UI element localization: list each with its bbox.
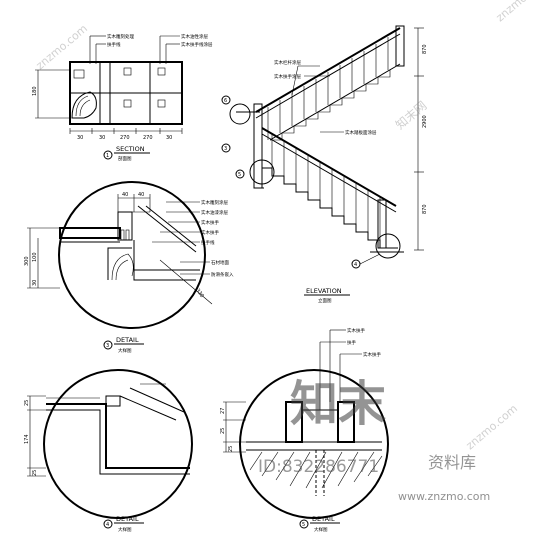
elevation-subtitle: 立面图 — [318, 297, 332, 304]
watermark-side-text: 资料库 — [428, 453, 476, 472]
section-dim-2: 30 — [99, 135, 105, 141]
d4-dim-left-1: 25 — [24, 400, 30, 406]
top-newel-post — [395, 25, 405, 67]
d3-note-2: 实木油漆涂层 — [201, 209, 228, 216]
marker-5-label: 5 — [238, 172, 241, 178]
detail-5-number: 5 — [302, 522, 305, 528]
section-dim-1: 30 — [77, 135, 83, 141]
detail-3-marker — [103, 340, 113, 350]
lower-steps — [262, 167, 398, 249]
elev-dim-3: 870 — [422, 204, 428, 214]
marker-4-label: 4 — [354, 262, 357, 268]
elev-dim-2: 2900 — [422, 115, 428, 128]
detail-4-number: 4 — [106, 522, 109, 528]
marker-3 — [221, 143, 231, 153]
bottom-newel-post — [377, 199, 387, 249]
d5-note-2: 扶手 — [347, 339, 356, 346]
watermark-url: www.znzmo.com — [398, 490, 490, 503]
d3-note-7: 防滑条嵌入 — [211, 271, 234, 278]
watermark-logo: 知末 — [290, 376, 386, 432]
d3-dim-diag: 330 — [194, 288, 204, 299]
section-title: SECTION — [116, 145, 145, 153]
d3-dim-top-2: 40 — [138, 192, 144, 198]
watermark-id: ID:832286771 — [258, 457, 379, 477]
section-drawing: 30 30 270 270 30 180 实木雕刻处理 扶手线 实木油性涂层 实… — [32, 33, 213, 162]
detail-3-title: DETAIL — [116, 336, 139, 344]
section-note-4: 实木扶手线涂层 — [181, 41, 213, 48]
watermark-diag-3: znzmo.com — [464, 402, 520, 452]
section-number: 1 — [106, 153, 109, 159]
watermark-diag-2: znzmo.com — [34, 22, 90, 72]
lower-balusters — [271, 134, 381, 240]
d4-dim-left-3: 25 — [32, 470, 38, 476]
d3-dim-left-3: 30 — [32, 280, 38, 286]
detail-5-drawing: 实木扶手 扶手 实木扶手 27 25 25 5 DETAIL 大样图 — [220, 327, 389, 533]
marker-5 — [235, 169, 245, 179]
watermark-diag-1: znzmo.com — [494, 0, 550, 24]
detail-5-marker — [299, 519, 309, 529]
detail-5-subtitle: 大样图 — [314, 526, 328, 533]
section-note-3: 实木油性涂层 — [181, 33, 208, 40]
detail-3-subtitle: 大样图 — [118, 347, 132, 354]
detail-4-marker — [103, 519, 113, 529]
d4-dim-left-2: 174 — [24, 434, 30, 444]
upper-handrail — [255, 27, 401, 113]
detail-4-subtitle: 大样图 — [118, 526, 132, 533]
d5-note-3: 实木扶手 — [363, 351, 381, 358]
callout-circle-c — [375, 233, 401, 259]
section-dim-4: 270 — [143, 135, 153, 141]
detail-3-circle — [58, 181, 206, 329]
section-subtitle: 剖面图 — [118, 155, 132, 162]
d3-note-1: 实木雕刻涂层 — [201, 199, 228, 206]
d3-note-4: 实木扶手 — [201, 229, 219, 236]
elev-note-2: 实木扶手涂层 — [274, 73, 301, 80]
marker-3-label: 3 — [224, 146, 227, 152]
d3-note-5: 扶手线 — [201, 239, 215, 246]
detail-4-tread — [46, 403, 190, 469]
detail-4-circle — [43, 369, 193, 519]
callout-circle-a — [229, 103, 251, 125]
callout-circle-b — [249, 159, 275, 185]
d3-dim-left-2: 100 — [32, 252, 38, 262]
section-dim-5: 30 — [166, 135, 172, 141]
elevation-drawing: 6 3 5 4 870 2900 870 实木栏杆涂层 实木扶手涂层 实木踏板面… — [221, 25, 428, 304]
detail-4-drawing: 25 174 25 4 DETAIL 大样图 — [24, 369, 193, 533]
detail-5-circle — [239, 369, 389, 519]
elevation-title: ELEVATION — [306, 287, 342, 295]
detail-4-title: DETAIL — [116, 515, 139, 523]
elev-note-1: 实木栏杆涂层 — [274, 59, 301, 66]
lower-handrail — [261, 127, 397, 207]
d5-dim-left-3: 25 — [228, 446, 234, 452]
detail-3-tread — [59, 227, 121, 239]
upper-balusters — [267, 37, 389, 140]
section-dim-3: 270 — [120, 135, 130, 141]
section-note-2: 扶手线 — [107, 41, 121, 48]
detail-4-nosing — [105, 395, 121, 407]
d3-note-3: 实木扶手 — [201, 219, 219, 226]
section-dim-left: 180 — [32, 86, 38, 96]
d3-dim-top-1: 40 — [122, 192, 128, 198]
elev-dim-1: 870 — [422, 44, 428, 54]
elev-note-3: 实木踏板面涂层 — [345, 129, 377, 136]
marker-6-label: 6 — [224, 98, 227, 104]
d3-note-6: 石材地面 — [211, 259, 229, 266]
section-note-1: 实木雕刻处理 — [107, 33, 134, 40]
d5-dim-left-2: 25 — [220, 428, 226, 434]
detail-5-title: DETAIL — [312, 515, 335, 523]
detail-3-number: 3 — [106, 343, 109, 349]
marker-6 — [221, 95, 231, 105]
d5-dim-left-1: 27 — [220, 408, 226, 414]
d3-dim-left-1: 300 — [24, 256, 30, 266]
detail-3-drawing: 40 40 300 100 30 330 实木雕刻涂层 实木油漆涂层 实木扶手 … — [24, 181, 234, 354]
section-title-marker — [103, 150, 113, 160]
d5-note-1: 实木扶手 — [347, 327, 365, 334]
